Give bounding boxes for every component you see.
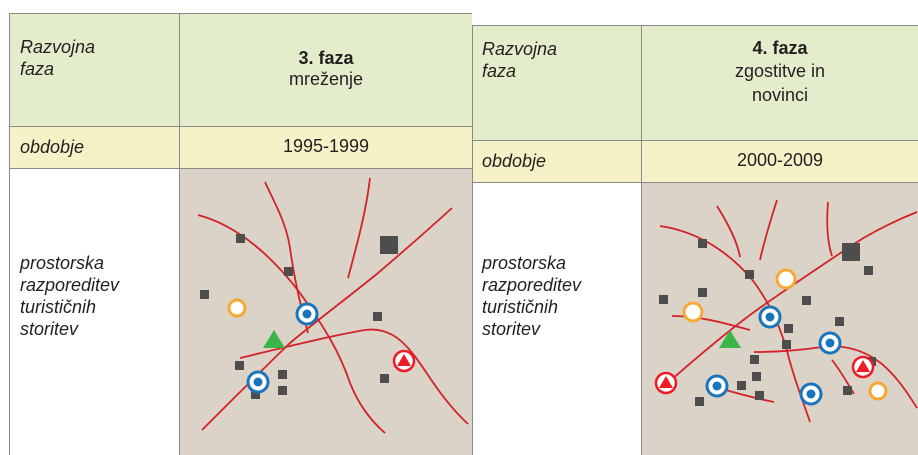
- table-phase-4: Razvojna faza 4. faza zgostitve in novin…: [472, 0, 918, 455]
- phase-header: 3. faza mreženje: [180, 14, 472, 126]
- road-line: [826, 201, 833, 257]
- square-icon: [752, 372, 761, 381]
- square-icon: [784, 324, 793, 333]
- blue-ring-icon: [799, 382, 823, 406]
- red-triangle-icon: [392, 349, 416, 373]
- row-label-phase: Razvojna faza: [10, 14, 180, 126]
- green-triangle-icon: [719, 330, 741, 348]
- square-icon: [235, 361, 244, 370]
- row-label-period: obdobje: [472, 140, 642, 182]
- square-icon: [236, 234, 245, 243]
- green-triangle-icon: [263, 330, 285, 348]
- map-diagram: [654, 199, 918, 423]
- row-label-distribution: prostorska razporeditev turističnih stor…: [10, 168, 180, 455]
- phase-title: 3. faza: [298, 48, 354, 68]
- period-value-cell: 2000-2009: [642, 140, 918, 182]
- period-row-label: obdobje: [20, 137, 85, 157]
- map-phase-4: [642, 182, 918, 455]
- phase-title: 4. faza: [752, 38, 808, 58]
- orange-ring-icon: [775, 268, 797, 290]
- period-value-cell: 1995-1999: [180, 126, 472, 168]
- orange-ring-icon: [868, 381, 888, 401]
- square-icon: [698, 288, 707, 297]
- distribution-row-label: prostorska razporeditev turističnih stor…: [20, 253, 120, 339]
- square-icon: [380, 236, 398, 254]
- square-icon: [380, 374, 389, 383]
- road-line: [239, 328, 469, 425]
- road-line: [753, 345, 918, 409]
- road-line: [716, 205, 741, 258]
- distribution-row-label: prostorska razporeditev turističnih stor…: [482, 253, 582, 339]
- blue-ring-icon: [818, 331, 842, 355]
- row-label-period: obdobje: [10, 126, 180, 168]
- period-value: 1995-1999: [282, 136, 370, 156]
- row-label-phase: Razvojna faza: [472, 26, 642, 140]
- square-icon: [698, 239, 707, 248]
- road-line: [347, 177, 371, 279]
- square-icon: [802, 296, 811, 305]
- road-line: [759, 199, 778, 261]
- phase-subtitle: zgostitve in novinci: [734, 61, 826, 105]
- road-line: [671, 315, 751, 331]
- square-icon: [755, 391, 764, 400]
- table-phase-3: Razvojna faza 3. faza mreženje obdobje 1…: [9, 13, 472, 455]
- phase-row-label: Razvojna faza: [20, 37, 96, 79]
- square-icon: [737, 381, 746, 390]
- square-icon: [284, 267, 293, 276]
- square-icon: [750, 355, 759, 364]
- square-icon: [200, 290, 209, 299]
- square-icon: [373, 312, 382, 321]
- map-diagram: [197, 177, 469, 434]
- blue-ring-icon: [705, 374, 729, 398]
- road-line: [197, 214, 386, 434]
- square-icon: [864, 266, 873, 275]
- blue-ring-icon: [295, 302, 319, 326]
- period-value: 2000-2009: [736, 150, 824, 170]
- square-icon: [278, 386, 287, 395]
- square-icon: [251, 390, 260, 399]
- period-row-label: obdobje: [482, 151, 547, 171]
- square-icon: [695, 397, 704, 406]
- square-icon: [659, 295, 668, 304]
- phase-header: 4. faza zgostitve in novinci: [642, 26, 918, 140]
- red-triangle-icon: [654, 371, 678, 395]
- square-icon: [278, 370, 287, 379]
- red-triangle-icon: [851, 355, 875, 379]
- orange-ring-icon: [682, 301, 704, 323]
- phase-row-label: Razvojna faza: [482, 39, 558, 81]
- road-line: [831, 359, 855, 395]
- blue-ring-icon: [758, 305, 782, 329]
- square-icon: [843, 386, 852, 395]
- orange-ring-icon: [227, 298, 247, 318]
- blue-ring-icon: [246, 370, 270, 394]
- square-icon: [842, 243, 860, 261]
- square-icon: [745, 270, 754, 279]
- square-icon: [782, 340, 791, 349]
- map-phase-3: [180, 168, 472, 455]
- square-icon: [835, 317, 844, 326]
- phase-subtitle: mreženje: [288, 69, 364, 89]
- row-label-distribution: prostorska razporeditev turističnih stor…: [472, 182, 642, 455]
